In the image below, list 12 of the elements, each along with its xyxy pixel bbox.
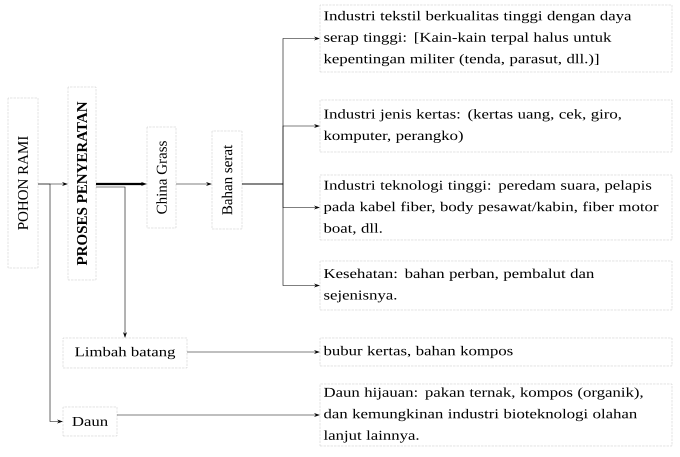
text-box: Limbah batang: [62, 338, 188, 368]
text-box: bubur kertas, bahan kompos: [320, 338, 672, 366]
text-box: Daun: [62, 406, 118, 436]
vertical-box: Bahan serat: [212, 130, 242, 230]
text-box: Industri tekstil berkualitas tinggi dengan daya serap tinggi: [Kain-kain terpal halus untuk kepentingan militer (tenda, parasut, dll.)]: [320, 4, 672, 72]
text-box: Kesehatan: bahan perban, pembalut dan sejenisnya.: [320, 260, 672, 310]
text-box: Industri jenis kertas: (kertas uang, cek, giro, komputer, perangko): [320, 100, 672, 152]
text-box: Daun hijauan: pakan ternak, kompos (organik), dan kemungkinan industri bioteknologi olahan lanjut lainnya.: [320, 384, 672, 446]
text-box: Industri teknologi tinggi: peredam suara, pelapis pada kabel fiber, body pesawat/kabin, fiber motor boat, dll.: [320, 174, 672, 240]
vertical-box: PROSES PENYERATAN: [68, 86, 96, 280]
vertical-box: POHON RAMI: [8, 98, 38, 268]
vertical-box: China Grass: [146, 126, 176, 228]
